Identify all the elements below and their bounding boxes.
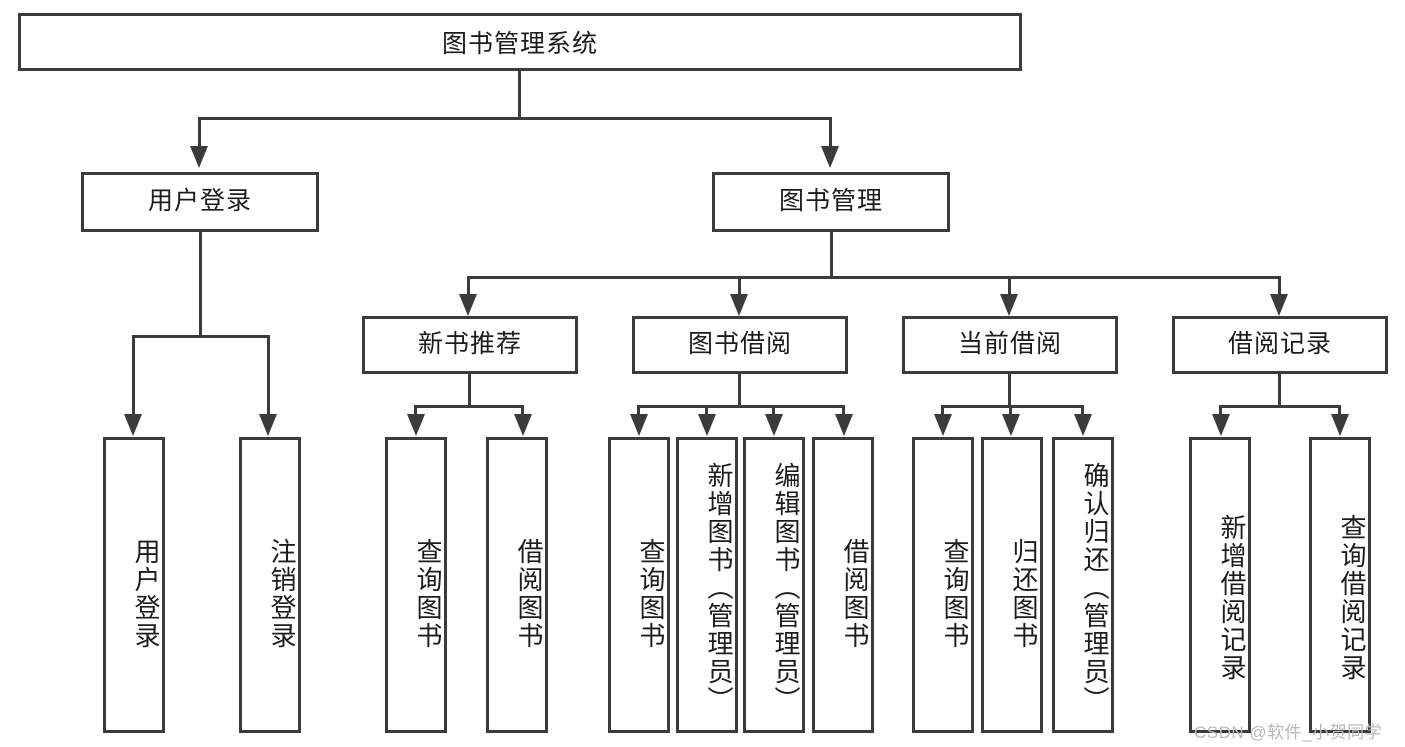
arrowhead-current-borrow-leaf-2 <box>1074 414 1092 436</box>
edge-borrow-record-to-leaf-0 <box>1219 405 1222 417</box>
arrowhead-l2-0 <box>459 294 477 316</box>
node-new-book-recommend[interactable]: 新书推荐 <box>362 316 578 374</box>
edge-book-manage-to-l2-1 <box>738 276 741 296</box>
arrowhead-borrow-record-leaf-1 <box>1331 414 1349 436</box>
leaf-book-borrow-edit[interactable]: 编辑图书（管理员） <box>743 437 805 733</box>
arrowhead-book-borrow-leaf-3 <box>835 414 853 436</box>
leaf-label: 借阅图书 <box>514 538 544 650</box>
arrowhead-root-to-user-login <box>190 146 208 168</box>
leaf-borrow-record-query[interactable]: 查询借阅记录 <box>1309 437 1371 733</box>
edge-current-borrow-to-leaf-2 <box>1081 405 1084 417</box>
edge-book-borrow-to-leaf-1 <box>705 405 708 417</box>
leaf-label: 查询借阅记录 <box>1337 514 1367 682</box>
leaf-book-borrow-lend[interactable]: 借阅图书 <box>812 437 874 733</box>
node-user-login[interactable]: 用户登录 <box>81 172 319 232</box>
leaf-label: 查询图书 <box>636 538 666 650</box>
arrowhead-book-borrow-leaf-1 <box>698 414 716 436</box>
edge-root-to-user-login <box>198 117 201 147</box>
edge-current-borrow-bar <box>941 405 1084 408</box>
arrowhead-l2-1 <box>730 294 748 316</box>
leaf-label: 确认归还（管理员） <box>1080 462 1110 714</box>
node-root-label: 图书管理系统 <box>441 30 598 58</box>
node-book-borrow-label: 图书借阅 <box>687 330 792 359</box>
edge-root-stem <box>518 71 521 118</box>
arrowhead-current-borrow-leaf-1 <box>1002 414 1020 436</box>
arrowhead-root-to-book-manage <box>821 146 839 168</box>
arrowhead-l2-3 <box>1270 294 1288 316</box>
arrowhead-user-login-leaf-0 <box>124 414 142 436</box>
edge-current-borrow-to-leaf-0 <box>941 405 944 417</box>
leaf-label: 用户登录 <box>131 538 161 650</box>
edge-book-manage-bar <box>467 276 1281 279</box>
leaf-borrow-record-add[interactable]: 新增借阅记录 <box>1189 437 1251 733</box>
node-current-borrow[interactable]: 当前借阅 <box>902 316 1118 374</box>
leaf-label: 新增图书（管理员） <box>704 462 734 714</box>
leaf-user-login-login[interactable]: 用户登录 <box>103 437 165 733</box>
edge-book-manage-to-l2-3 <box>1278 276 1281 296</box>
edge-new-book-stem <box>468 374 471 407</box>
edge-book-manage-stem <box>830 232 833 278</box>
arrowhead-l2-2 <box>1000 294 1018 316</box>
node-user-login-label: 用户登录 <box>147 187 252 216</box>
leaf-label: 注销登录 <box>267 538 297 650</box>
edge-user-login-stem <box>199 232 202 337</box>
node-borrow-record-label: 借阅记录 <box>1227 330 1332 359</box>
node-borrow-record[interactable]: 借阅记录 <box>1172 316 1388 374</box>
leaf-label: 归还图书 <box>1009 538 1039 650</box>
leaf-label: 编辑图书（管理员） <box>771 462 801 714</box>
leaf-label: 借阅图书 <box>840 538 870 650</box>
arrowhead-book-borrow-leaf-0 <box>630 414 648 436</box>
node-root-system[interactable]: 图书管理系统 <box>18 13 1022 71</box>
arrowhead-borrow-record-leaf-0 <box>1212 414 1230 436</box>
leaf-current-borrow-confirm[interactable]: 确认归还（管理员） <box>1052 437 1114 733</box>
leaf-new-book-borrow[interactable]: 借阅图书 <box>486 437 548 733</box>
edge-book-borrow-stem <box>738 374 741 407</box>
node-book-manage-label: 图书管理 <box>778 187 883 216</box>
edge-book-borrow-to-leaf-0 <box>637 405 640 417</box>
edge-root-bar <box>198 117 832 120</box>
edge-new-book-to-leaf-1 <box>521 405 524 417</box>
arrowhead-book-borrow-leaf-2 <box>765 414 783 436</box>
arrowhead-current-borrow-leaf-0 <box>934 414 952 436</box>
leaf-label: 查询图书 <box>413 538 443 650</box>
leaf-current-borrow-return[interactable]: 归还图书 <box>981 437 1043 733</box>
leaf-book-borrow-add[interactable]: 新增图书（管理员） <box>676 437 738 733</box>
node-book-borrow[interactable]: 图书借阅 <box>632 316 848 374</box>
edge-user-login-to-leaf-1 <box>267 335 270 415</box>
leaf-label: 查询图书 <box>940 538 970 650</box>
edge-borrow-record-to-leaf-1 <box>1338 405 1341 417</box>
leaf-book-borrow-query[interactable]: 查询图书 <box>608 437 670 733</box>
edge-book-borrow-to-leaf-3 <box>842 405 845 417</box>
arrowhead-new-book-leaf-0 <box>407 414 425 436</box>
edge-user-login-to-leaf-0 <box>132 335 135 415</box>
edge-book-borrow-to-leaf-2 <box>772 405 775 417</box>
edge-current-borrow-to-leaf-1 <box>1009 405 1012 417</box>
edge-new-book-bar <box>414 405 524 408</box>
edge-borrow-record-bar <box>1219 405 1341 408</box>
node-new-book-recommend-label: 新书推荐 <box>417 330 522 359</box>
edge-book-manage-to-l2-0 <box>467 276 470 296</box>
node-book-manage[interactable]: 图书管理 <box>712 172 950 232</box>
leaf-new-book-query[interactable]: 查询图书 <box>385 437 447 733</box>
edge-borrow-record-stem <box>1278 374 1281 407</box>
leaf-user-login-logout[interactable]: 注销登录 <box>239 437 301 733</box>
edge-current-borrow-stem <box>1008 374 1011 407</box>
arrowhead-user-login-leaf-1 <box>259 414 277 436</box>
edge-book-manage-to-l2-2 <box>1008 276 1011 296</box>
edge-new-book-to-leaf-0 <box>414 405 417 417</box>
leaf-label: 新增借阅记录 <box>1217 514 1247 682</box>
edge-user-login-bar <box>132 335 270 338</box>
edge-root-to-book-manage <box>829 117 832 147</box>
edge-book-borrow-bar <box>637 405 845 408</box>
node-current-borrow-label: 当前借阅 <box>957 330 1062 359</box>
arrowhead-new-book-leaf-1 <box>514 414 532 436</box>
leaf-current-borrow-query[interactable]: 查询图书 <box>912 437 974 733</box>
